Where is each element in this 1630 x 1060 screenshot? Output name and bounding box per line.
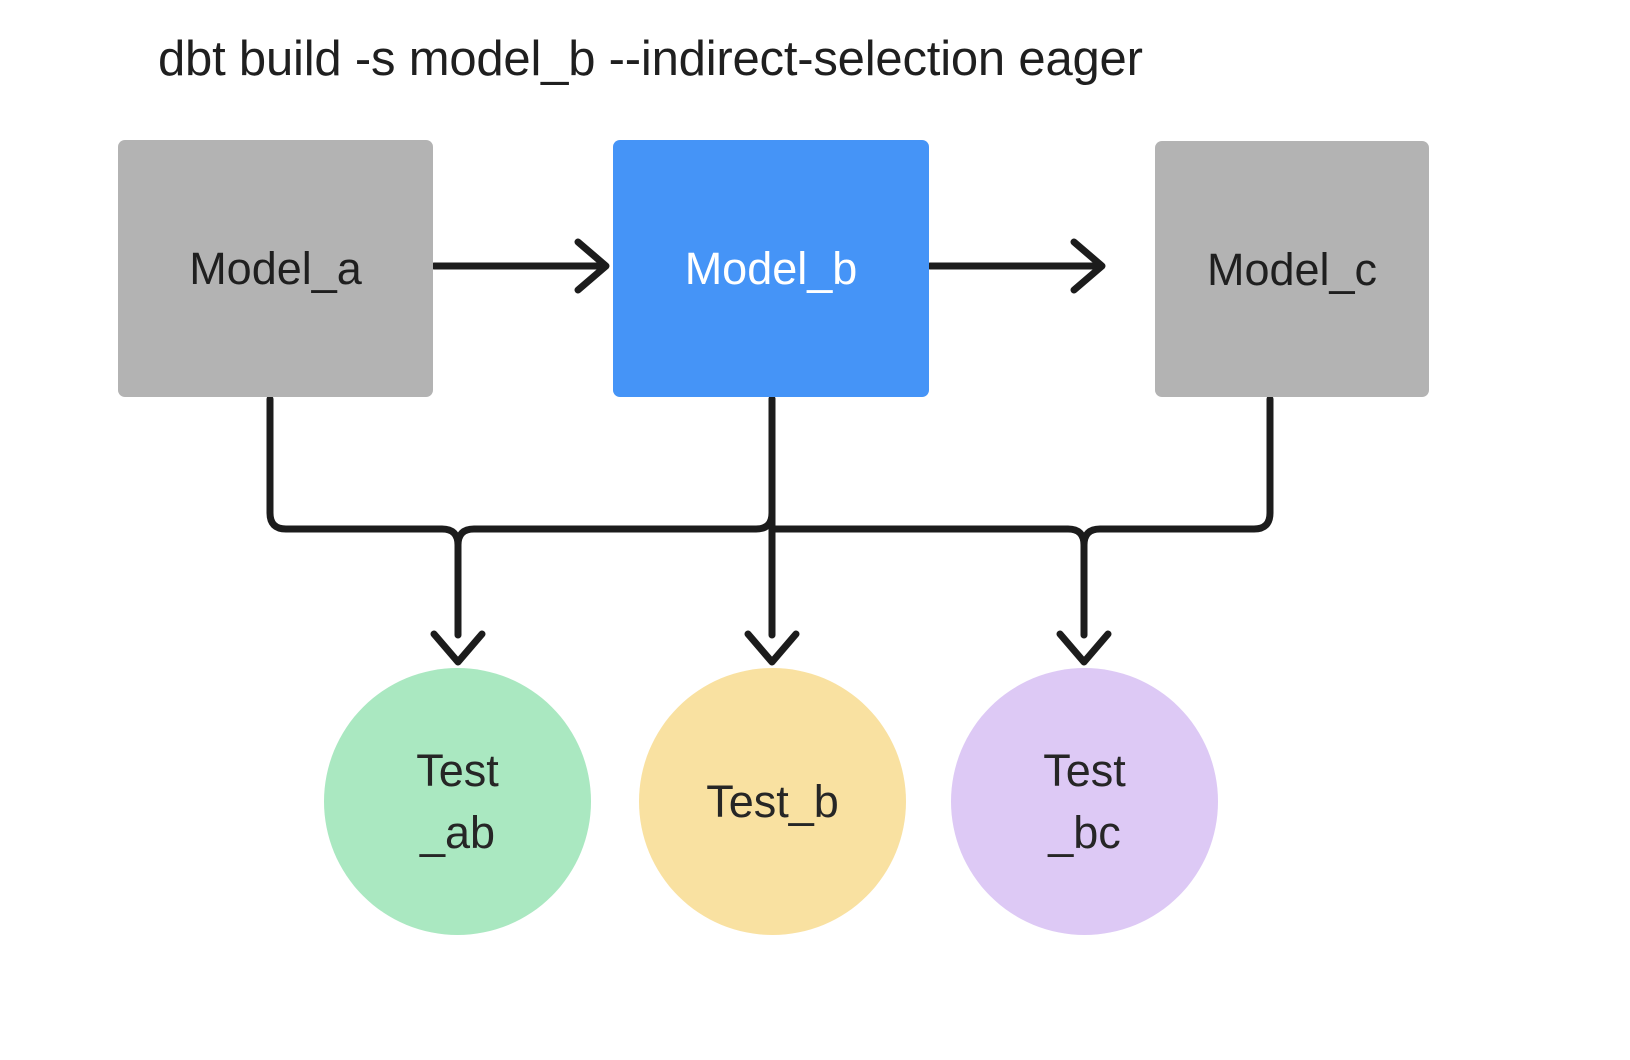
edge-model-c-to-test-bc	[1080, 395, 1274, 549]
node-model-c-label: Model_c	[1206, 243, 1378, 295]
node-test-bc-label: Test _bc	[1043, 740, 1126, 864]
node-test-b-label: Test_b	[706, 771, 839, 833]
node-test-ab[interactable]: Test _ab	[324, 668, 591, 935]
edge-model-a-to-model-b	[430, 238, 610, 294]
node-test-b[interactable]: Test_b	[639, 668, 906, 935]
node-test-ab-label: Test _ab	[416, 740, 499, 864]
node-model-b-label: Model_b	[684, 243, 858, 294]
node-model-a-label: Model_a	[189, 243, 362, 294]
edge-model-b-to-test-ab	[454, 395, 776, 549]
node-model-a[interactable]: Model_a	[118, 140, 433, 397]
node-test-bc[interactable]: Test _bc	[951, 668, 1218, 935]
node-model-b[interactable]: Model_b	[613, 140, 929, 397]
node-test-ab-line1: Test	[416, 744, 499, 796]
arrowhead-test-bc	[1056, 630, 1112, 666]
edge-model-b-to-model-c	[926, 238, 1106, 294]
node-test-b-line1: Test_b	[706, 775, 839, 827]
node-model-c[interactable]: Model_c	[1155, 141, 1429, 397]
arrowhead-test-ab	[430, 630, 486, 666]
edge-model-b-to-test-b	[744, 395, 800, 666]
diagram-title: dbt build -s model_b --indirect-selectio…	[158, 32, 1143, 86]
edge-model-a-to-test-ab	[266, 395, 462, 639]
node-test-bc-line1: Test	[1043, 744, 1126, 796]
edge-model-b-to-test-bc	[768, 525, 1088, 639]
node-test-ab-line2: _ab	[419, 806, 496, 858]
node-test-bc-line2: _bc	[1048, 806, 1121, 858]
